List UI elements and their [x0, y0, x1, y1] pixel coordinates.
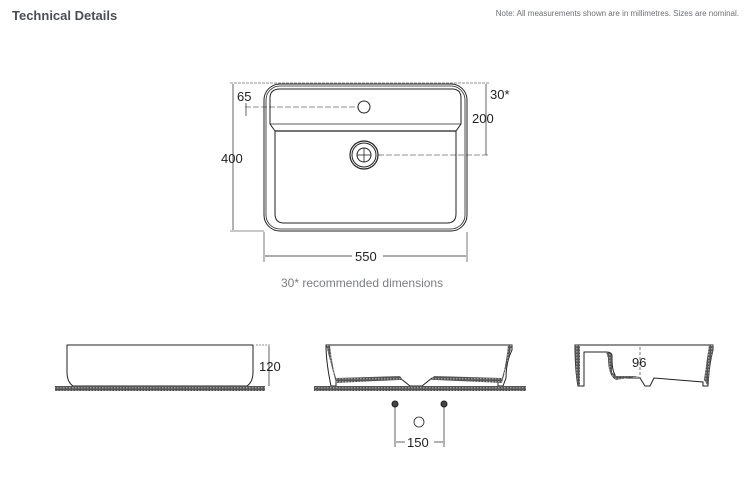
dim-tap-offset: 65	[237, 89, 251, 104]
recommended-caption: 30* recommended dimensions	[281, 276, 443, 290]
dim-depth: 400	[221, 151, 243, 166]
dim-waste-offset: 200	[472, 111, 494, 126]
section-view	[314, 344, 526, 447]
section-title: Technical Details	[12, 8, 118, 23]
dim-recommended: 30*	[490, 87, 510, 102]
dim-height: 120	[259, 359, 281, 374]
dim-width: 550	[355, 249, 377, 264]
side-section	[574, 344, 714, 387]
plan-view	[230, 82, 490, 262]
dim-fixing-spacing: 150	[407, 435, 429, 450]
measurement-note: Note: All measurements shown are in mill…	[495, 9, 739, 18]
dim-bowl-depth: 96	[632, 355, 646, 370]
front-elevation	[55, 344, 270, 391]
